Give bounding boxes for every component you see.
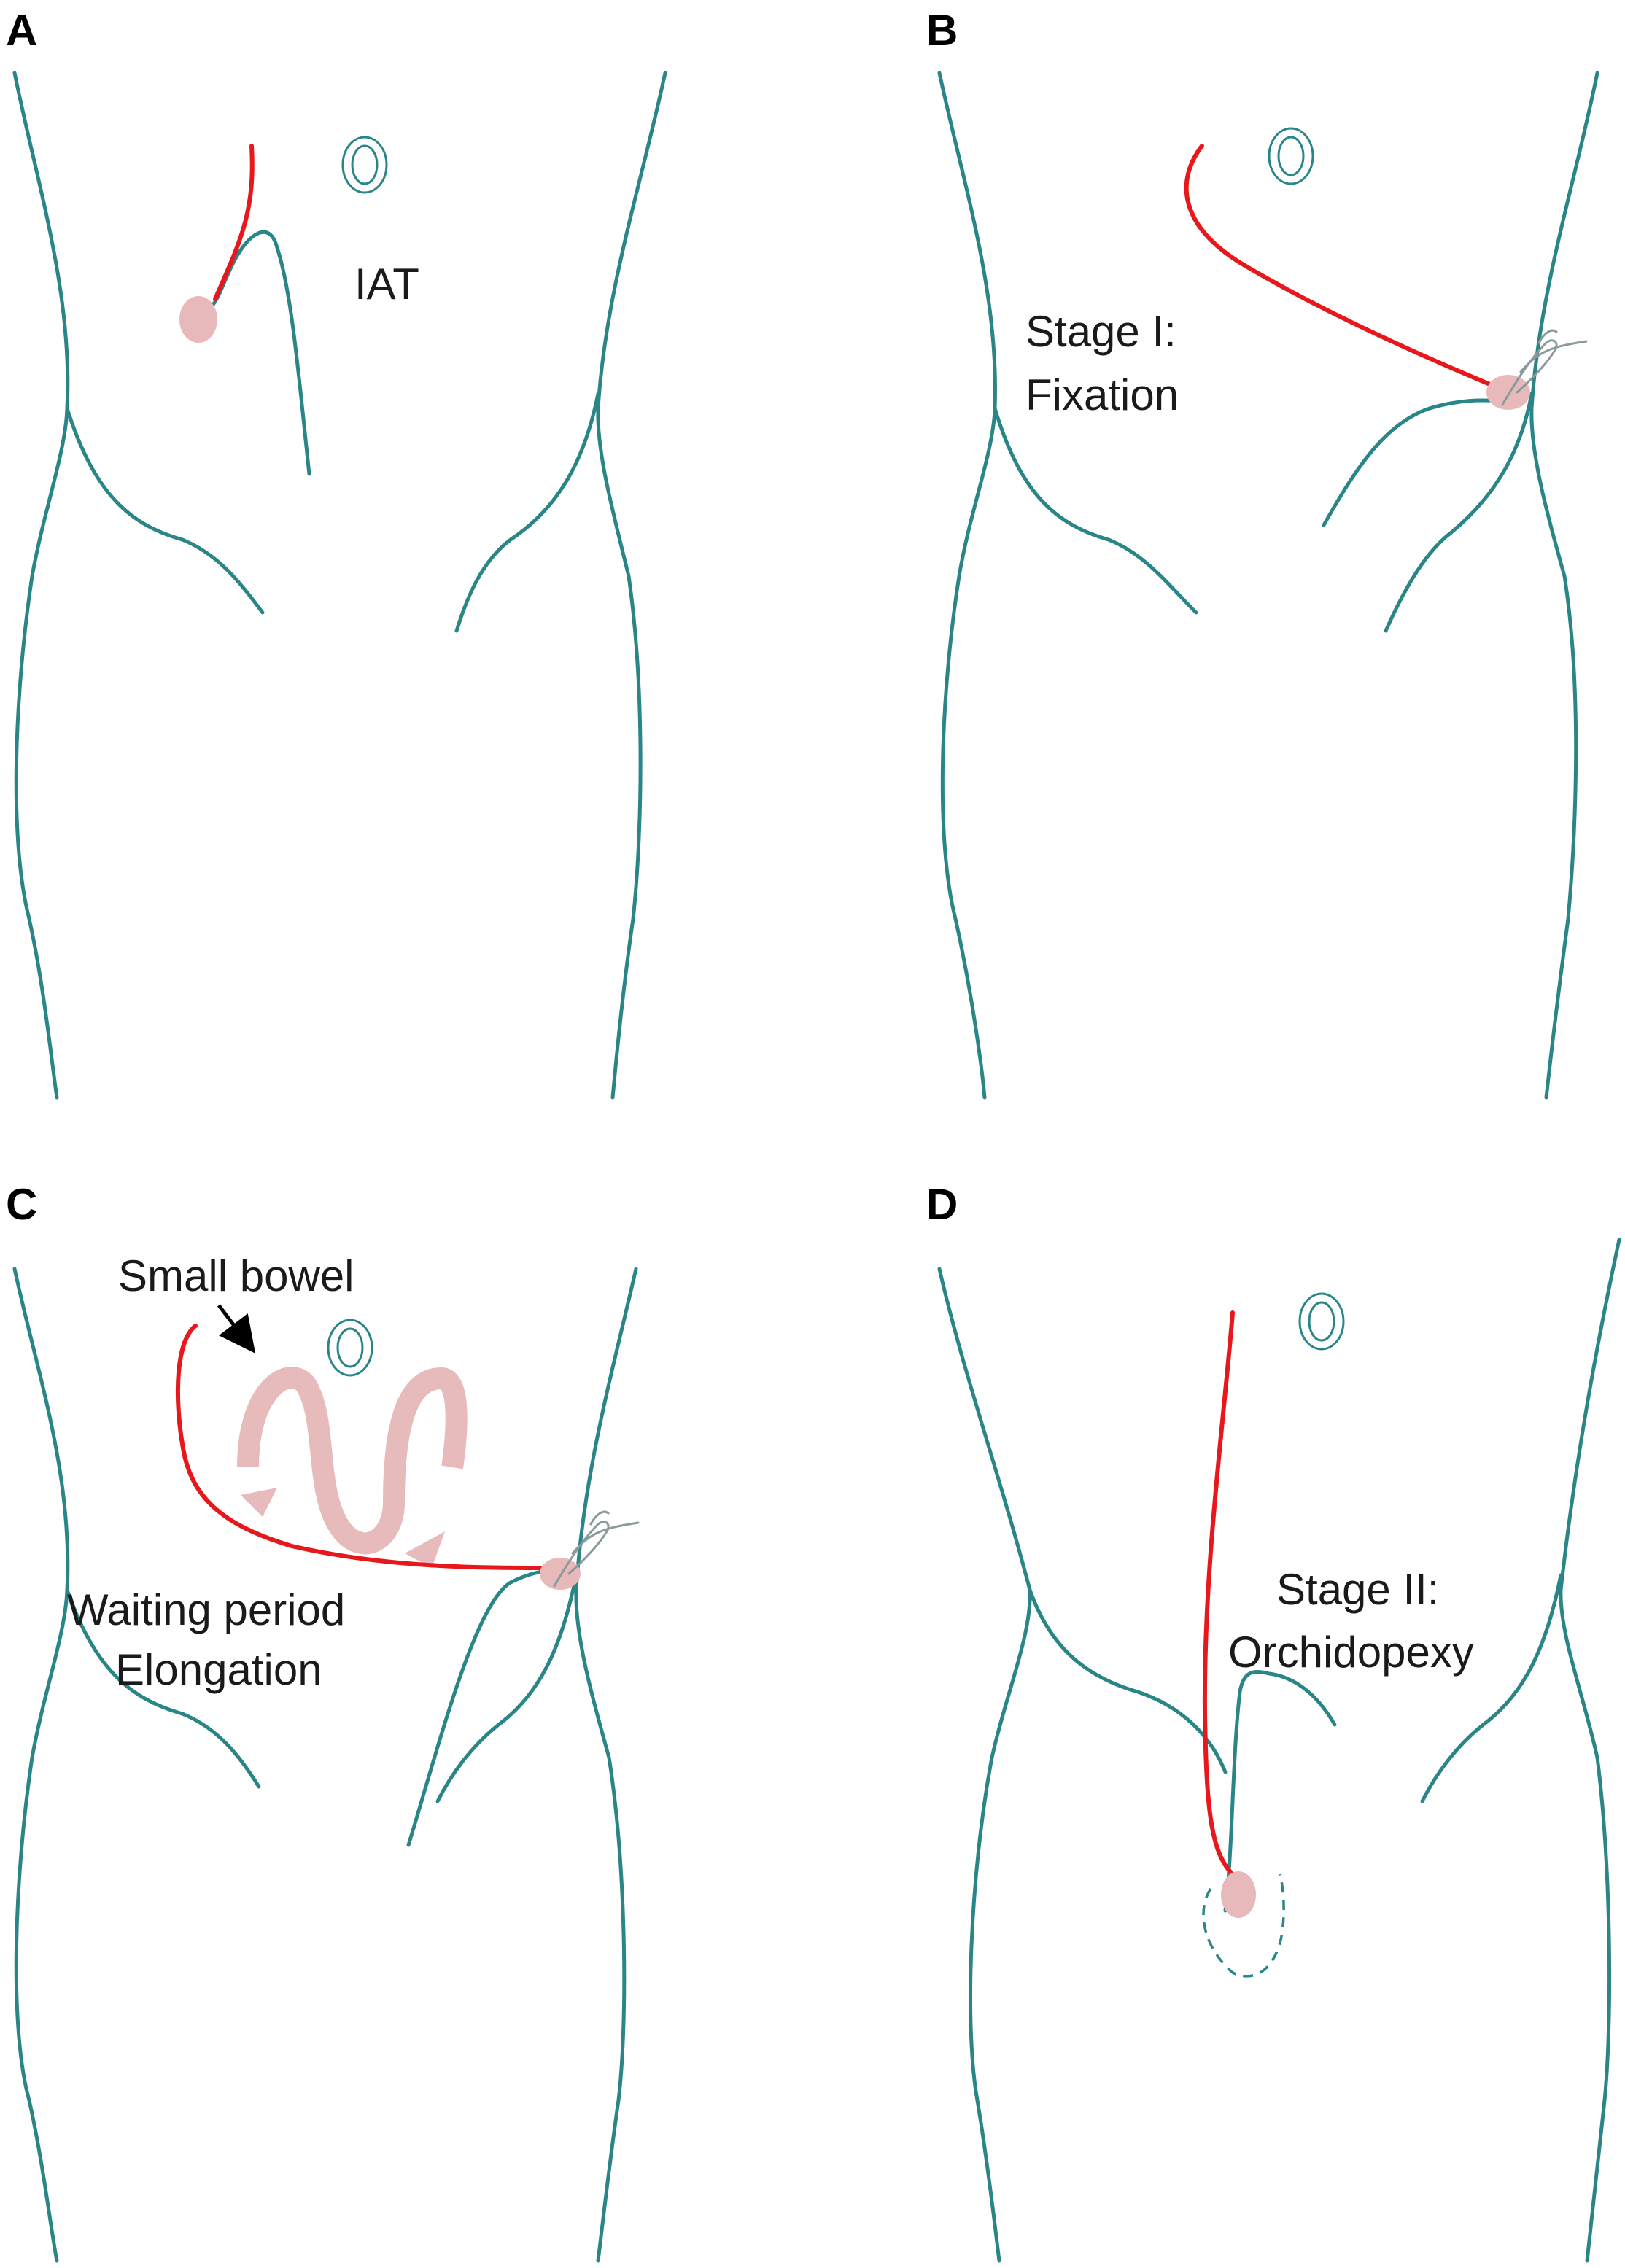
body-outline-b: [937, 71, 1599, 1100]
spermatic-cord-c: [175, 1324, 549, 1570]
panel-letter-a: A: [6, 6, 37, 55]
panel-letter-c: C: [6, 1180, 37, 1229]
scrotum-outline: [1202, 1873, 1285, 1978]
label-elongation: Elongation: [115, 1645, 322, 1694]
body-outline-d: [937, 1238, 1621, 2263]
panel-letter-d: D: [926, 1180, 958, 1229]
small-bowel-pointer: [217, 1304, 256, 1354]
label-waiting-period: Waiting period: [67, 1585, 345, 1634]
label-fixation: Fixation: [1025, 370, 1179, 419]
fixation-suture-icon-c: [553, 1510, 640, 1588]
testis-c: [540, 1558, 581, 1590]
testis-b: [1486, 375, 1530, 410]
label-orchidopexy: Orchidopexy: [1228, 1628, 1474, 1677]
panel-a: A IAT: [6, 6, 667, 1100]
navel-a: [341, 136, 388, 194]
testis-a: [179, 296, 217, 343]
label-iat: IAT: [354, 260, 419, 308]
spermatic-cord-b: [1184, 144, 1497, 389]
navel-c: [327, 1319, 373, 1377]
panel-d: D Stage II: Orchidopexy: [926, 1180, 1621, 2263]
panel-c: C Small bowel Waiting period Elongation: [6, 1180, 640, 2263]
label-stage-ii: Stage II:: [1276, 1565, 1439, 1614]
navel-d: [1298, 1292, 1345, 1351]
fixation-suture-icon-b: [1501, 329, 1588, 406]
navel-b: [1268, 127, 1314, 185]
label-small-bowel: Small bowel: [118, 1251, 354, 1300]
body-outline-a: [12, 71, 667, 1100]
panel-letter-b: B: [926, 6, 958, 55]
inguinal-canal-d: [1223, 1670, 1337, 1913]
testis-d: [1221, 1871, 1256, 1918]
spermatic-cord-a: [213, 144, 255, 301]
inguinal-canal-b: [1322, 398, 1505, 527]
label-stage-i: Stage I:: [1025, 307, 1176, 356]
panel-b: B Stage I: Fixation: [926, 6, 1599, 1100]
spermatic-cord-d: [1202, 1310, 1235, 1876]
small-bowel-icon: [237, 1367, 468, 1568]
inguinal-canal-c: [406, 1568, 578, 1847]
